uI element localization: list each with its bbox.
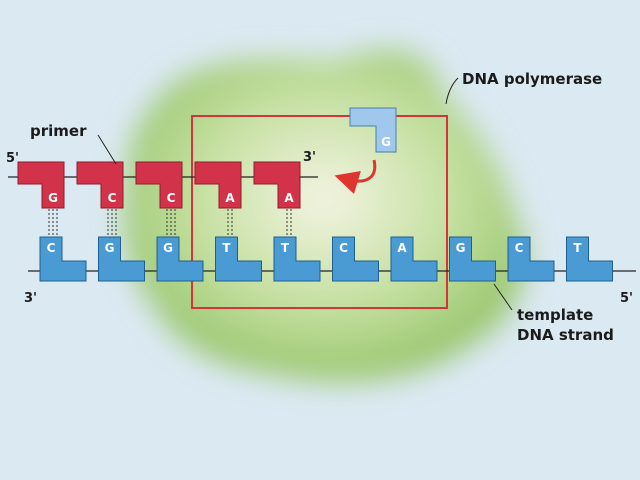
primer-base-letter: G	[48, 191, 58, 205]
primer-nucleotide: A	[253, 161, 301, 209]
incoming-nucleotide: G	[349, 107, 397, 153]
template-base-letter: C	[339, 241, 348, 255]
template-nucleotide-shape	[215, 236, 262, 282]
template-nucleotide-shape	[390, 236, 438, 282]
dna-polymerase-label-pointer	[445, 77, 459, 105]
template-nucleotide-shape	[273, 236, 321, 282]
primer-nucleotide-shape	[194, 161, 242, 209]
primer-label-pointer	[97, 134, 117, 165]
template-base-letter: C	[47, 241, 56, 255]
primer-nucleotide-shape	[76, 161, 124, 209]
incoming-arrow	[334, 159, 377, 194]
active-site-highlight-box	[191, 115, 448, 309]
template-nucleotide: T	[215, 236, 262, 282]
primer-nucleotide: G	[17, 161, 65, 209]
template-3prime-label: 3'	[24, 291, 37, 306]
template-base-letter: C	[515, 241, 524, 255]
dna-polymerase-blob	[122, 49, 526, 382]
primer-nucleotide: C	[135, 161, 183, 209]
template-base-letter: G	[456, 241, 466, 255]
template-nucleotide-shape	[507, 236, 555, 282]
primer-nucleotide-shape	[17, 161, 65, 209]
dna-polymerase-label: DNA polymerase	[462, 70, 602, 88]
primer-base-letter: C	[167, 191, 176, 205]
template-nucleotide: G	[98, 236, 145, 282]
template-base-letter: G	[163, 241, 173, 255]
template-nucleotide-shape	[449, 236, 496, 282]
template-base-letter: T	[573, 241, 582, 255]
primer-3prime-label: 3'	[303, 150, 316, 165]
template-nucleotide-shape	[39, 236, 87, 282]
primer-nucleotide-shape	[253, 161, 301, 209]
primer-nucleotide-shape	[135, 161, 183, 209]
hydrogen-bonds	[48, 209, 292, 236]
template-nucleotide-shape	[98, 236, 145, 282]
template-nucleotide: G	[449, 236, 496, 282]
template-nucleotide: C	[332, 236, 379, 282]
template-label-pointer	[493, 283, 513, 311]
primer-base-letter: A	[225, 191, 235, 205]
primer-label: primer	[30, 122, 87, 140]
incoming-base-letter: G	[381, 135, 391, 149]
template-nucleotide: C	[39, 236, 87, 282]
template-nucleotide-shape	[156, 236, 204, 282]
template-nucleotide-shape	[566, 236, 613, 282]
template-base-letter: G	[105, 241, 115, 255]
template-nucleotide-shape	[332, 236, 379, 282]
primer-base-letter: A	[284, 191, 294, 205]
template-base-letter: T	[281, 241, 290, 255]
primer-base-letter: C	[108, 191, 117, 205]
primer-5prime-label: 5'	[6, 151, 19, 166]
template-5prime-label: 5'	[620, 291, 633, 306]
incoming-nucleotide-shape	[349, 107, 397, 153]
template-base-letter: A	[397, 241, 407, 255]
template-label-line2: DNA strand	[517, 326, 614, 344]
template-nucleotide: T	[566, 236, 613, 282]
template-base-letter: T	[222, 241, 231, 255]
primer-nucleotide: A	[194, 161, 242, 209]
template-label-line1: template	[517, 306, 593, 324]
primer-nucleotide: C	[76, 161, 124, 209]
template-nucleotide: G	[156, 236, 204, 282]
template-nucleotide: C	[507, 236, 555, 282]
template-nucleotide: T	[273, 236, 321, 282]
template-nucleotide: A	[390, 236, 438, 282]
